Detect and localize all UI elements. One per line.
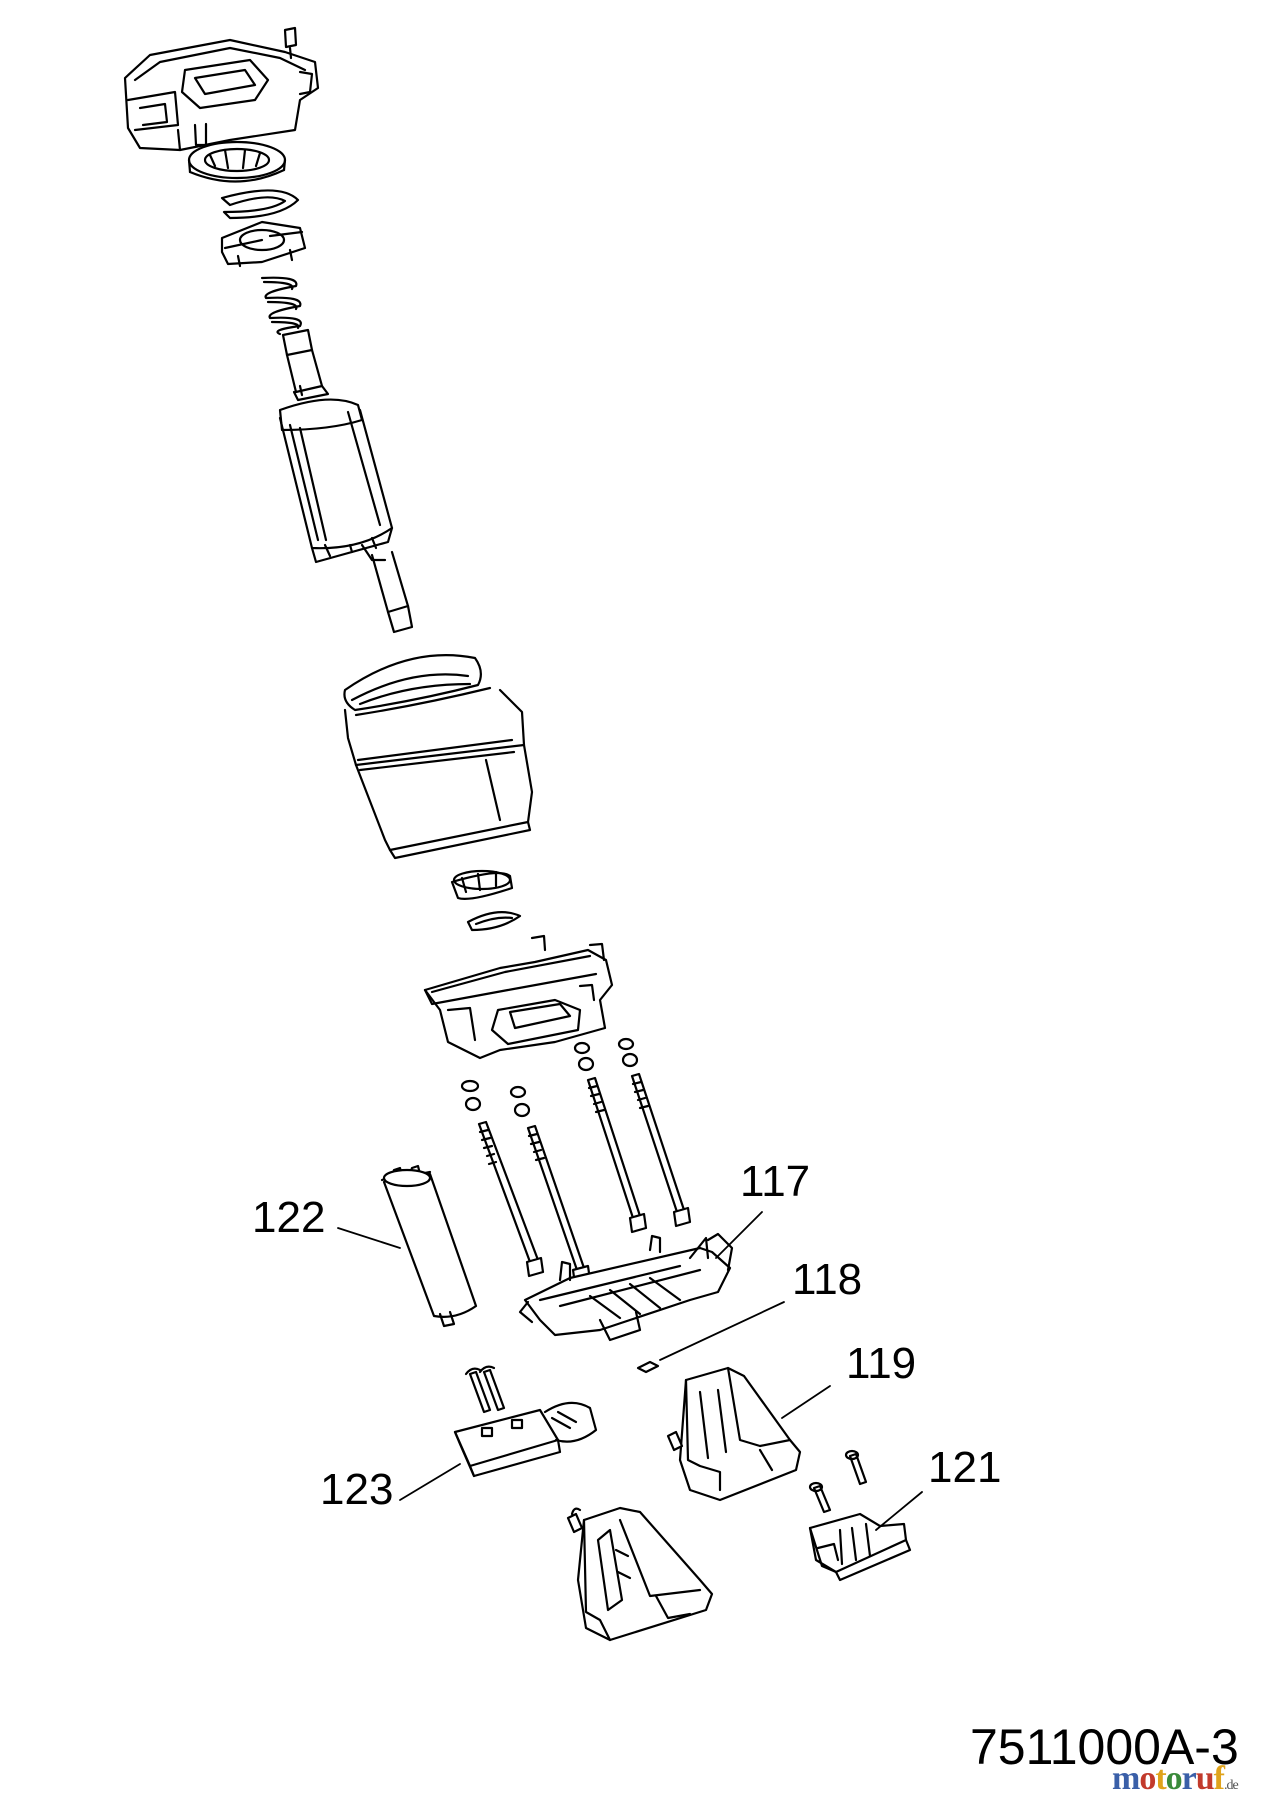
leader-117 [715, 1211, 763, 1259]
watermark-logo: motoruf.de [1112, 1760, 1239, 1798]
switch-screws [464, 1365, 506, 1414]
lower-bearing [450, 869, 514, 900]
leader-121 [875, 1491, 923, 1531]
top-end-housing [123, 26, 320, 152]
part-number-118: 118 [792, 1255, 863, 1304]
rotor-armature [278, 328, 414, 634]
watermark-letter: o [1165, 1760, 1183, 1797]
brush-holder [220, 220, 307, 268]
lower-end-housing [423, 934, 614, 1060]
watermark-letter: r [1181, 1760, 1197, 1797]
switch-box [453, 1401, 598, 1478]
leader-119 [781, 1385, 831, 1419]
fan [518, 1232, 734, 1342]
watermark-letter: f [1213, 1760, 1225, 1797]
small-screw [636, 1360, 660, 1374]
tie-bolts [477, 1072, 692, 1286]
watermark-letter: u [1195, 1760, 1215, 1797]
watermark-letter: o [1139, 1760, 1156, 1797]
drawing-number: 7511000A-3 [970, 1719, 1239, 1775]
wave-washer [466, 911, 522, 932]
retaining-clip [220, 189, 300, 220]
watermark-suffix: .de [1224, 1778, 1239, 1793]
part-number-121: 121 [928, 1443, 1002, 1492]
stand-leg-center [666, 1366, 802, 1502]
spring [260, 276, 302, 336]
part-number-123: 123 [320, 1465, 394, 1514]
capacitor [380, 1164, 478, 1328]
washers-and-nuts [460, 1037, 639, 1118]
tie-bolt-3 [586, 1076, 648, 1234]
part-number-122: 122 [252, 1193, 326, 1242]
leader-lines [337, 1211, 923, 1531]
watermark-letter: t [1155, 1760, 1166, 1797]
upper-bearing [187, 140, 287, 183]
leader-123 [399, 1463, 461, 1501]
stand-leg-front [566, 1506, 714, 1642]
leg-screws [808, 1449, 868, 1514]
part-number-117: 117 [740, 1157, 811, 1206]
foot-base [808, 1512, 912, 1582]
tie-bolt-1 [477, 1120, 545, 1278]
leader-118 [659, 1301, 785, 1361]
leader-122 [337, 1227, 401, 1249]
watermark-letter: m [1112, 1760, 1140, 1797]
tie-bolt-4 [630, 1072, 692, 1228]
part-number-119: 119 [846, 1339, 917, 1388]
stator-housing [343, 654, 534, 860]
watermark-name: motoruf [1112, 1760, 1225, 1797]
